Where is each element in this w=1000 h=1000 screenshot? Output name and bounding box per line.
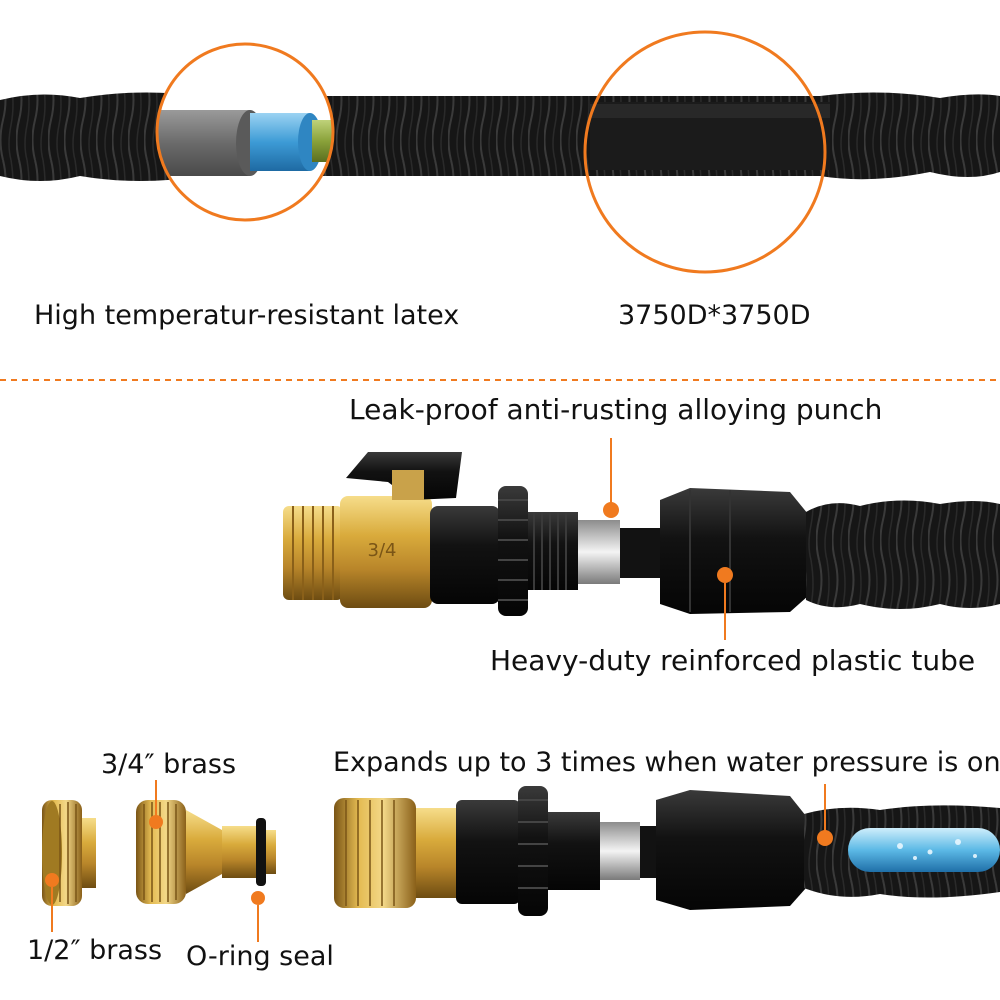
plastic-tube-label: Heavy-duty reinforced plastic tube bbox=[490, 644, 976, 677]
expands-label: Expands up to 3 times when water pressur… bbox=[333, 747, 1000, 778]
half-inch-brass-adapter bbox=[42, 800, 96, 906]
half-inch-callout bbox=[45, 873, 59, 932]
oring-label: O-ring seal bbox=[186, 941, 334, 972]
fabric-magnifier bbox=[583, 30, 827, 274]
latex-layers-magnifier bbox=[155, 42, 335, 222]
expanding-hose-assembly bbox=[334, 786, 1000, 916]
valve-connector: 3/4 bbox=[283, 452, 1000, 616]
three-quarter-brass-adapter bbox=[136, 800, 276, 904]
punch-label: Leak-proof anti-rusting alloying punch bbox=[349, 393, 883, 426]
denier-label: 3750D*3750D bbox=[618, 300, 811, 331]
oring-callout bbox=[251, 891, 265, 942]
brass-3-4-label: 3/4″ brass bbox=[101, 749, 237, 780]
three-quarter-callout bbox=[149, 780, 163, 829]
expands-callout bbox=[817, 784, 833, 846]
valve-marking: 3/4 bbox=[368, 540, 397, 561]
punch-callout bbox=[603, 438, 619, 518]
brass-1-2-label: 1/2″ brass bbox=[27, 935, 163, 966]
tube-callout bbox=[717, 567, 733, 640]
top-hose bbox=[0, 92, 1000, 181]
latex-label: High temperatur-resistant latex bbox=[34, 300, 460, 331]
